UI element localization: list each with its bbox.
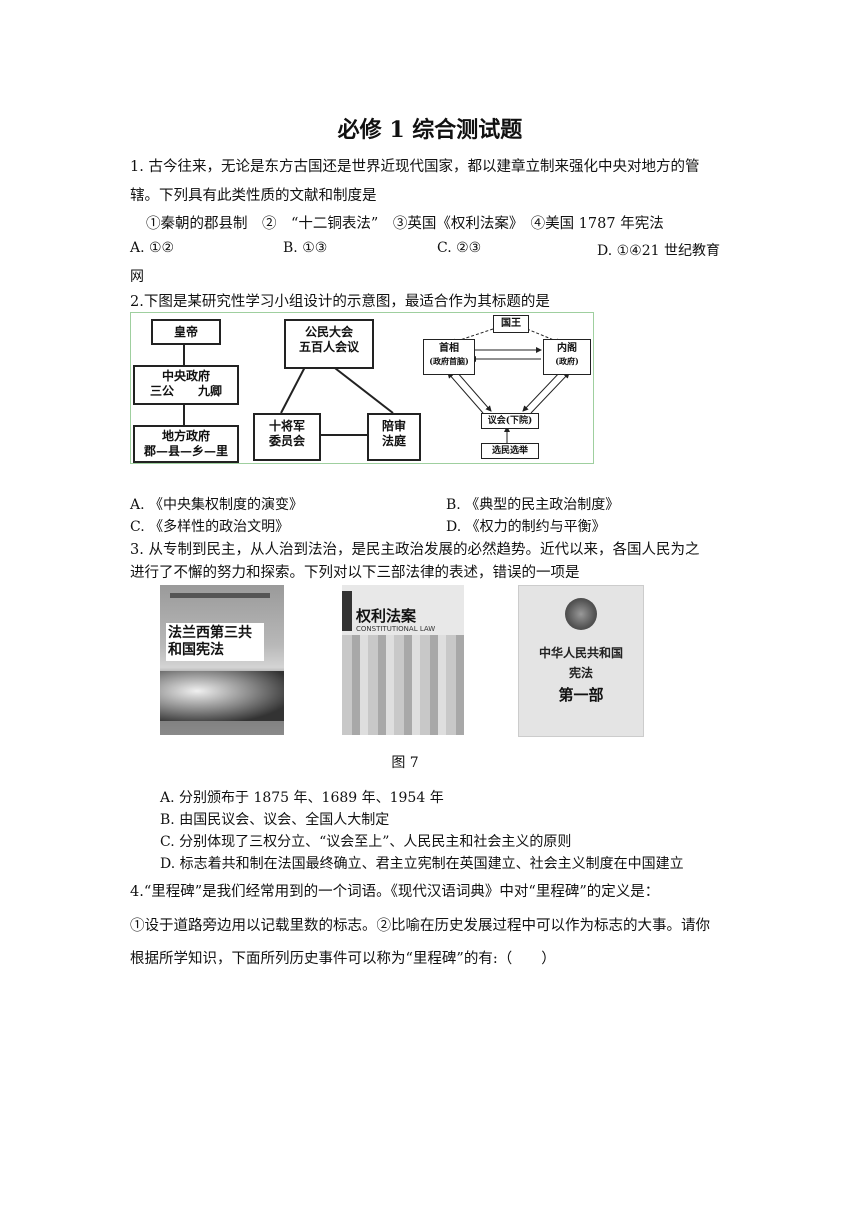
q4-line2: ①设于道路旁边用以记载里数的标志。②比喻在历史发展过程中可以作为标志的大事。请你 [130, 918, 710, 934]
book-prc-title-1: 中华人民共和国 [538, 646, 623, 660]
parliament-label: 议会(下院) [487, 416, 533, 426]
q1-option-a: A. ①② [130, 240, 175, 256]
q2-diagram: 皇帝 中央政府三公 九卿 地方政府郡—县—乡—里 公民大会五百人会议 十将军委员… [130, 312, 594, 464]
cabinet-label: 内阁 [557, 343, 577, 354]
pm-label: 首相 [439, 343, 459, 354]
assembly-label-1: 公民大会 [304, 325, 353, 339]
local-gov-label: 地方政府 [161, 429, 210, 443]
voters-label: 选民选举 [491, 446, 528, 456]
generals-label-1: 十将军 [268, 419, 305, 433]
diagram-connectors [183, 328, 570, 443]
national-emblem-icon [565, 598, 597, 630]
jury-label-1: 陪审 [381, 419, 406, 433]
q1-option-c: C. ②③ [437, 240, 482, 256]
q3-stem-line1: 3. 从专制到民主，从人治到法治，是民主政治发展的必然趋势。近代以来，各国人民为… [130, 542, 700, 558]
box-local-gov: 地方政府郡—县—乡—里 [133, 425, 239, 463]
jun-xian-label: 郡—县—乡—里 [143, 444, 228, 458]
q4-line3: 根据所学知识，下面所列历史事件可以称为“里程碑”的有:（ ） [130, 951, 556, 967]
box-cabinet: 内阁 (政府) [543, 339, 591, 375]
q2-stem: 2.下图是某研究性学习小组设计的示意图，最适合作为其标题的是 [130, 294, 550, 310]
q1-items: ①秦朝的郡县制 ② “十二铜表法” ③英国《权利法案》 ④美国 1787 年宪法 [146, 216, 664, 232]
book-prc-title-3: 第一部 [558, 686, 604, 704]
book-france-title: 法兰西第三共和国宪法 [166, 623, 264, 661]
box-king: 国王 [493, 315, 529, 333]
box-voters: 选民选举 [481, 443, 539, 459]
box-emperor: 皇帝 [151, 319, 221, 345]
box-pm: 首相 (政府首脑) [423, 339, 475, 375]
q3-stem-line2: 进行了不懈的努力和探索。下列对以下三部法律的表述，错误的一项是 [130, 565, 580, 581]
book-cover-bill-of-rights: 权利法案 CONSTITUTIONAL LAW [342, 585, 464, 735]
q3-option-d: D. 标志着共和制在法国最终确立、君主立宪制在英国建立、社会主义制度在中国建立 [160, 856, 684, 872]
book-cover-prc-constitution: 中华人民共和国 宪法 第一部 [518, 585, 644, 737]
pm-sub-label: (政府首脑) [429, 356, 469, 366]
q1-stem-line1: 1. 古今往来，无论是东方古国还是世界近现代国家，都以建章立制来强化中央对地方的… [130, 159, 700, 175]
q1-option-d: D. ①④21 世纪教育 [597, 243, 720, 259]
generals-label-2: 委员会 [268, 434, 305, 448]
box-parliament: 议会(下院) [481, 413, 539, 429]
q4-line1: 4.“里程碑”是我们经常用到的一个词语。《现代汉语词典》中对“里程碑”的定义是： [130, 884, 660, 900]
central-gov-label: 中央政府 [161, 369, 210, 383]
q2-option-b: B. 《典型的民主政治制度》 [446, 497, 620, 513]
book-cover-france: 法兰西第三共和国宪法 [160, 585, 284, 735]
q3-option-b: B. 由国民议会、议会、全国人大制定 [160, 812, 390, 828]
cabinet-sub-label: (政府) [555, 356, 579, 366]
book-bill-title: 权利法案 [356, 607, 417, 625]
box-emperor-label: 皇帝 [173, 325, 198, 339]
assembly-label-2: 五百人会议 [298, 340, 359, 354]
q2-option-d: D. 《权力的制约与平衡》 [446, 519, 606, 535]
box-jury: 陪审法庭 [367, 413, 421, 461]
book-prc-title-2: 宪法 [568, 666, 593, 680]
box-generals: 十将军委员会 [253, 413, 321, 461]
q3-option-c: C. 分别体现了三权分立、“议会至上”、人民民主和社会主义的原则 [160, 834, 572, 850]
q3-option-a: A. 分别颁布于 1875 年、1689 年、1954 年 [160, 790, 444, 806]
q1-tail: 网 [130, 269, 144, 285]
box-assembly: 公民大会五百人会议 [284, 319, 374, 369]
book-bill-subtitle: CONSTITUTIONAL LAW [356, 625, 436, 633]
figure-caption: 图 7 [391, 755, 419, 771]
page-title: 必修 1 综合测试题 [337, 117, 523, 143]
jury-label-2: 法庭 [381, 434, 406, 448]
box-central-gov: 中央政府三公 九卿 [133, 365, 239, 405]
q1-stem-line2: 辖。下列具有此类性质的文献和制度是 [130, 188, 377, 204]
sangong-jiuqing-label: 三公 九卿 [149, 384, 222, 398]
q2-option-c: C. 《多样性的政治文明》 [130, 519, 290, 535]
q1-option-b: B. ①③ [283, 240, 328, 256]
q2-option-a: A. 《中央集权制度的演变》 [130, 497, 304, 513]
king-label: 国王 [501, 318, 521, 329]
